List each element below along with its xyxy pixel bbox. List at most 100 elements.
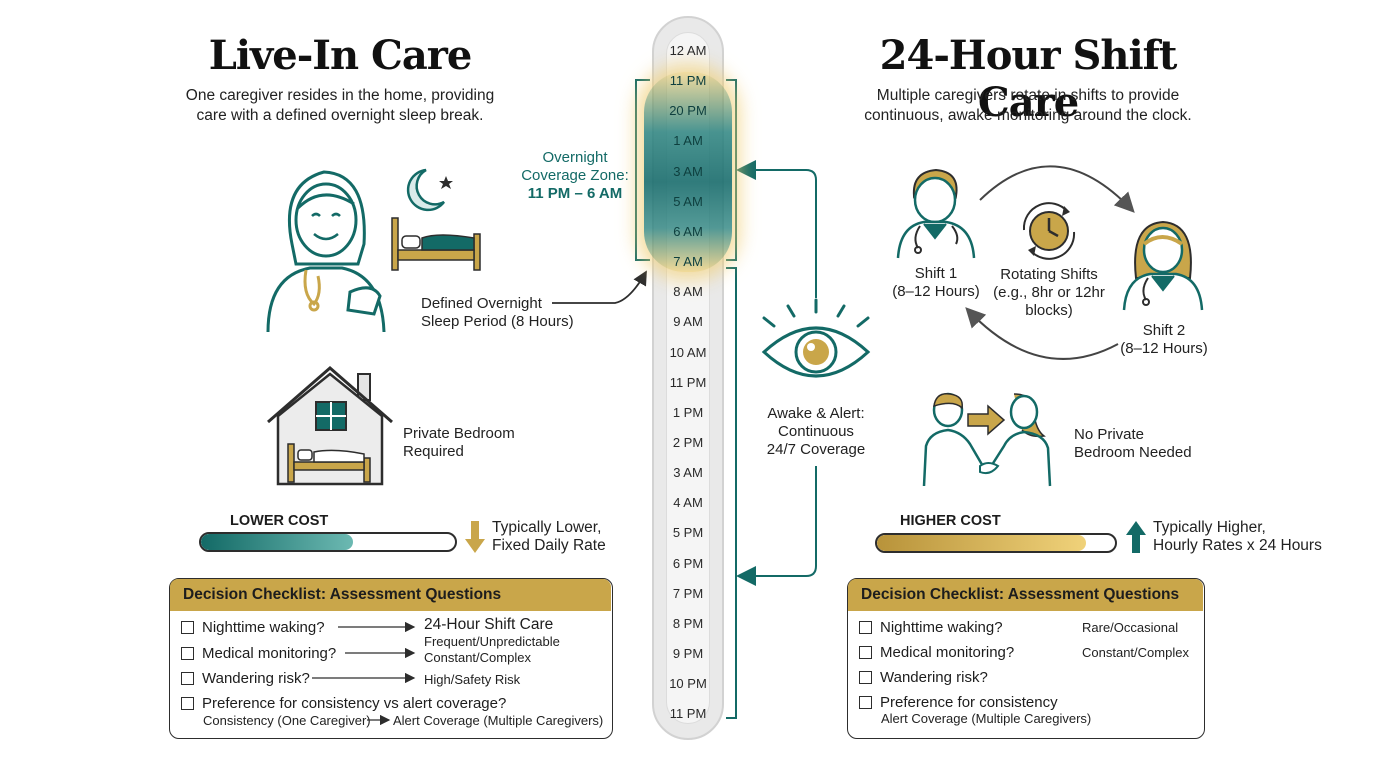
live-in-subtitle-line: One caregiver resides in the home, provi… [185,87,495,104]
live-in-title: Live-In Care [208,32,473,79]
overnight-zone-label: Overnight Coverage Zone: 11 PM – 6 AM [508,149,642,203]
shift-care-subtitle: Multiple caregivers rotate in shifts to … [828,86,1228,126]
question-text: Preference for consistency [880,694,1058,711]
checkbox[interactable] [181,672,194,685]
alert-option: Alert Coverage (Multiple Caregivers) [881,711,1092,726]
answer-subtext: Frequent/Unpredictable [424,634,560,649]
timeline-hour-label: 4 AM [673,495,703,511]
shift-1-line: Shift 1 [914,265,958,282]
question-text: Wandering risk? [880,669,988,686]
alert-option: Alert Coverage (Multiple Caregivers) [393,713,604,728]
rotating-shifts-line: (e.g., 8hr or 12hr [993,284,1105,301]
no-bedroom-line: No Private [1074,426,1145,443]
timeline-hour-label: 20 PM [669,103,707,119]
shift-care-title: 24-Hour Shift Care [879,32,1178,126]
question-text: Preference for consistency vs alert cove… [202,695,507,712]
timeline-hour-label: 7 PM [672,585,704,601]
timeline-hour-label: 11 PM [669,374,707,390]
arrow-up-icon [1126,521,1146,553]
female-caregiver-icon [1122,220,1204,311]
timeline-hour-label: 12 AM [669,43,707,58]
timeline-hour-label: 8 AM [673,284,703,300]
checklist-title: Decision Checklist: Assessment Questions [848,579,1203,611]
caregiver-icon [266,170,386,333]
higher-cost-note: Typically Higher, Hourly Rates x 24 Hour… [1153,519,1322,555]
checklist-item-medical[interactable]: Medical monitoring? [181,645,336,662]
sleep-period-label: Defined Overnight Sleep Period (8 Hours) [421,295,574,331]
checklist-item-nighttime[interactable]: Nighttime waking? [859,619,1003,636]
timeline-hour-label: 2 PM [672,434,704,450]
no-bedroom-label: No Private Bedroom Needed [1074,426,1192,462]
timeline-hour-label: 10 AM [669,344,707,360]
shift-care-checklist: Decision Checklist: Assessment Questions [847,578,1205,739]
shift-care-subtitle-line: Multiple caregivers rotate in shifts to … [876,87,1180,104]
checkbox[interactable] [181,647,194,660]
answer-text: Rare/Occasional [1082,620,1179,635]
lower-cost-label: LOWER COST [230,513,329,529]
overnight-zone-line: Coverage Zone: [521,167,629,184]
sleep-period-line: Defined Overnight [421,295,542,312]
timeline-hour-label: 8 PM [672,615,704,631]
checklist-item-medical[interactable]: Medical monitoring? [859,644,1014,661]
handover-icon [922,392,1052,487]
checkbox[interactable] [859,671,872,684]
awake-alert-line: Awake & Alert: [767,405,865,422]
question-text: Wandering risk? [202,670,310,687]
arrow-down-icon [465,521,485,553]
awake-alert-line: Continuous [778,423,854,440]
moon-icon [406,168,453,212]
checkbox[interactable] [859,646,872,659]
shift-2-line: (8–12 Hours) [1120,340,1208,357]
overnight-zone-line: 11 PM – 6 AM [527,185,623,202]
shift-care-subtitle-line: continuous, awake monitoring around the … [864,107,1192,124]
timeline-hour-label: 9 AM [673,314,703,330]
answer-text: 24-Hour Shift Care [424,616,554,633]
timeline-hour-label: 7 AM [673,254,703,270]
checkbox[interactable] [181,697,194,710]
live-in-subtitle-line: care with a defined overnight sleep brea… [196,107,484,124]
timeline-hour-label: 11 PM [669,706,707,722]
question-text: Nighttime waking? [880,619,1003,636]
checkbox[interactable] [181,621,194,634]
awake-alert-line: 24/7 Coverage [766,441,866,458]
awake-alert-label: Awake & Alert: Continuous 24/7 Coverage [748,405,884,459]
eye-icon [761,298,871,378]
timeline-hour-label: 3 AM [673,163,703,179]
answer-text: Constant/Complex [424,650,531,665]
higher-cost-label: HIGHER COST [900,513,1001,529]
shift-1-line: (8–12 Hours) [892,283,980,300]
checklist-item-wandering[interactable]: Wandering risk? [859,669,988,686]
overnight-zone-line: Overnight [542,149,608,166]
bed-icon [391,217,481,271]
question-text: Medical monitoring? [880,644,1015,661]
lower-cost-note: Typically Lower, Fixed Daily Rate [492,519,606,555]
overnight-highlight [644,72,732,272]
shift-2-label: Shift 2 (8–12 Hours) [1110,322,1218,358]
checkbox[interactable] [859,621,872,634]
lower-cost-note-line: Typically Lower, [492,519,602,536]
timeline-hour-label: 5 AM [673,193,703,209]
timeline-hour-label: 10 PM [669,676,707,692]
timeline-hour-label: 9 PM [672,646,704,661]
rotating-shifts-label: Rotating Shifts (e.g., 8hr or 12hr block… [986,266,1112,320]
higher-cost-fill [877,535,1087,551]
timeline-hour-label: 3 AM [673,465,703,481]
checklist-item-nighttime[interactable]: Nighttime waking? [181,619,325,636]
checklist-title: Decision Checklist: Assessment Questions [170,579,611,611]
checklist-item-preference[interactable]: Preference for consistency vs alert cove… [181,695,506,712]
private-bedroom-line: Private Bedroom [403,425,515,442]
live-in-checklist: Decision Checklist: Assessment Questions [169,578,613,739]
shift-2-line: Shift 2 [1142,322,1186,339]
answer-text: Constant/Complex [1082,645,1189,660]
no-bedroom-line: Bedroom Needed [1074,444,1192,461]
timeline-hour-label: 1 PM [672,404,704,420]
timeline-hour-label: 1 AM [673,133,703,149]
checklist-item-wandering[interactable]: Wandering risk? [181,670,310,687]
timeline-hour-label: 6 PM [672,555,704,571]
checkbox[interactable] [859,696,872,709]
checklist-item-preference[interactable]: Preference for consistency [859,694,1058,711]
clock-icon [1022,202,1076,260]
live-in-subtitle: One caregiver resides in the home, provi… [150,86,530,126]
higher-cost-bar [875,533,1117,553]
sleep-period-line: Sleep Period (8 Hours) [421,313,574,330]
